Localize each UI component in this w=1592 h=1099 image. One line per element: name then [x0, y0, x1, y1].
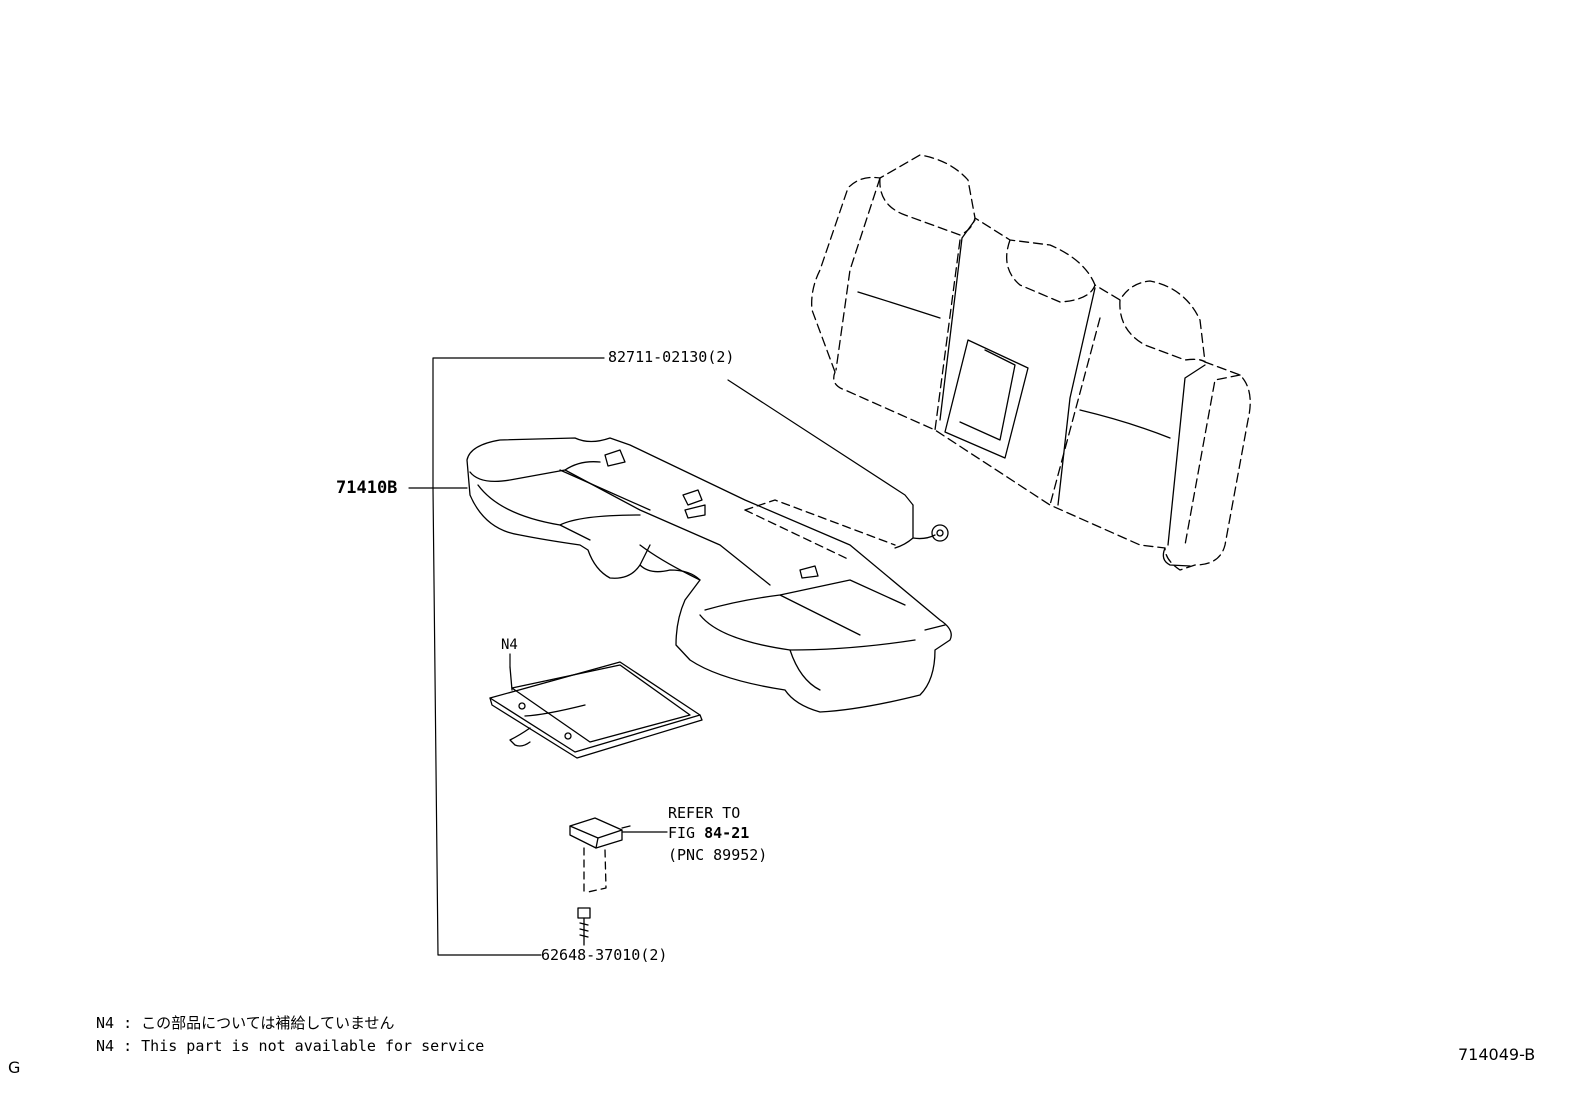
part-number-62648-37010: 62648-37010(2) [541, 946, 668, 964]
corner-marker: G [8, 1058, 21, 1077]
note-japanese: N4 : この部品については補給していません [96, 1014, 395, 1032]
hook-dashed-link [744, 499, 896, 561]
sensor-part [569, 817, 631, 849]
note-english: N4 : This part is not available for serv… [96, 1037, 485, 1055]
hook-part [894, 504, 949, 549]
refer-figure-prefix: FIG [668, 824, 705, 842]
part-number-71410b: 71410B [336, 478, 398, 498]
leader-lines [408, 357, 914, 956]
mat-part [489, 661, 703, 759]
refer-to-label: REFER TO [668, 804, 741, 822]
seat-back-outline [811, 154, 1251, 571]
bolt-part [577, 907, 591, 946]
note-marker-n4: N4 [501, 637, 518, 653]
refer-figure-number: 84-21 [704, 824, 750, 842]
seat-back-solid [857, 219, 1206, 567]
refer-figure-link[interactable]: FIG 84-21 [668, 826, 749, 841]
refer-pnc-label: (PNC 89952) [668, 846, 768, 864]
part-number-82711-02130: 82711-02130(2) [608, 348, 735, 366]
seat-cushion [466, 437, 952, 713]
sensor-dashed-link [583, 847, 607, 896]
figure-id: 714049-B [1458, 1045, 1536, 1064]
